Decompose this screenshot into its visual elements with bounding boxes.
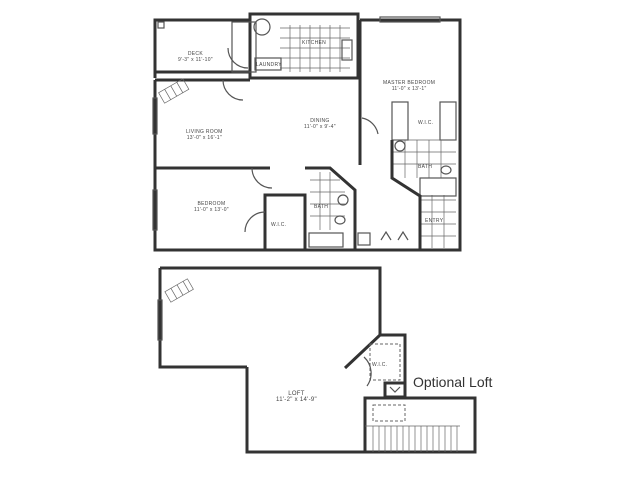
room-name: ENTRY <box>425 218 444 224</box>
room-label-master-wic: W.I.C. <box>418 120 433 126</box>
room-label-loft: LOFT 11'-2" x 14'-9" <box>276 391 317 403</box>
room-name: DINING <box>310 118 330 124</box>
room-dims: 11'-0" x 13'-0" <box>194 207 229 213</box>
room-dims: 11'-0" x 13'-1" <box>391 86 427 92</box>
loft-walls <box>245 367 370 454</box>
kitchen-walls <box>248 12 360 80</box>
room-name: W.I.C. <box>372 362 388 368</box>
living-walls <box>153 80 270 170</box>
bedroom-walls <box>153 168 420 252</box>
room-label-loft-wic: W.I.C. <box>372 362 387 368</box>
room-dims: 9'-3" x 11'-10" <box>178 57 213 63</box>
room-dims: 11'-2" x 14'-9" <box>276 397 317 403</box>
room-name: BATH <box>418 164 433 170</box>
room-label-master-bath: BATH <box>418 164 432 170</box>
room-name: LAUNDRY <box>256 62 282 68</box>
room-dims: 13'-0" x 16'-1" <box>186 135 222 141</box>
room-name: W.I.C. <box>271 222 287 228</box>
room-name: BATH <box>314 204 329 210</box>
master-bedroom-walls <box>360 18 462 252</box>
room-label-living-room: LIVING ROOM 13'-0" x 16'-1" <box>186 129 223 141</box>
optional-loft-caption: Optional Loft <box>413 374 493 390</box>
room-name: LIVING ROOM <box>186 129 223 135</box>
room-label-bedroom-wic: W.I.C. <box>271 222 286 228</box>
room-label-kitchen: KITCHEN <box>302 40 326 46</box>
room-label-deck: DECK 9'-3" x 11'-10" <box>178 51 213 63</box>
deck-walls <box>153 18 252 78</box>
room-name: BEDROOM <box>197 201 226 207</box>
loft-upper-walls <box>160 266 382 335</box>
room-name: LOFT <box>288 391 305 397</box>
room-label-laundry: LAUNDRY <box>256 62 282 68</box>
room-label-dining: DINING 11'-0" x 9'-4" <box>304 118 336 130</box>
room-label-bedroom: BEDROOM 11'-0" x 13'-0" <box>194 201 229 213</box>
room-label-hall-bath: BATH <box>314 204 328 210</box>
room-name: KITCHEN <box>302 40 327 46</box>
room-dims: 11'-0" x 9'-4" <box>304 124 336 130</box>
room-name: MASTER BEDROOM <box>383 80 436 86</box>
room-label-entry: ENTRY <box>425 218 443 224</box>
room-name: W.I.C. <box>418 120 434 126</box>
room-name: DECK <box>187 51 203 57</box>
room-label-master-bedroom: MASTER BEDROOM 11'-0" x 13'-1" <box>383 80 435 92</box>
